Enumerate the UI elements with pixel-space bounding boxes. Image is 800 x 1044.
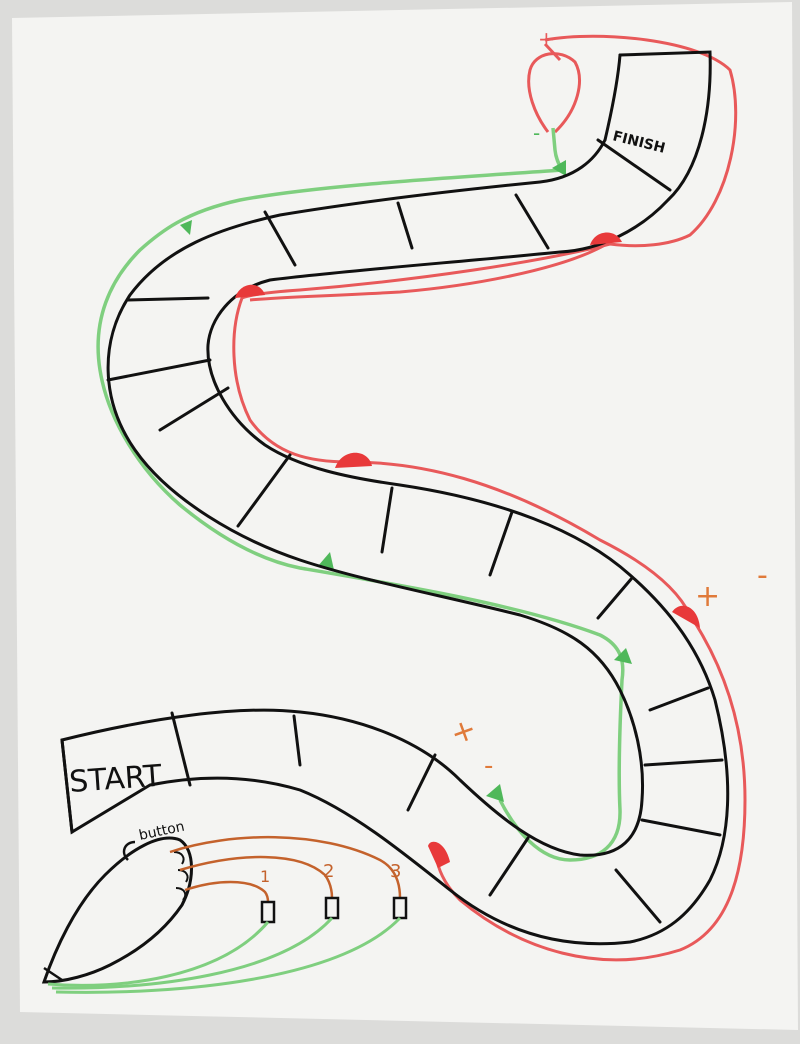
minus-right-mark: - [757,558,768,593]
green-ground-wires [47,916,402,994]
led-components [260,896,408,924]
plus-top-mark: + [538,27,555,51]
led-1-label: 1 [260,867,270,886]
start-label: START [68,759,163,800]
controller-tip [43,966,63,982]
board-track [60,50,730,946]
led-2-label: 2 [323,861,334,882]
controller-nub [122,840,136,861]
plus-right-mark: + [695,579,720,614]
green-arrow-1 [180,220,192,235]
controller-body [41,836,193,984]
orange-wires [169,835,402,903]
red-markers [235,232,700,868]
led-3-label: 3 [390,861,401,882]
minus-left-mark: - [484,751,493,781]
minus-top-mark: - [533,121,540,145]
green-arrow-5 [552,160,566,176]
red-wire-inner [249,243,606,302]
red-wire-outer [232,34,747,962]
green-arrow-3 [614,648,632,664]
red-wire-link-top [543,42,562,62]
paper-sheet [12,2,798,1030]
green-wire-main [96,168,625,862]
controller-bumps [173,851,189,901]
green-arrow-4 [486,784,504,802]
red-loop-top [527,52,581,134]
